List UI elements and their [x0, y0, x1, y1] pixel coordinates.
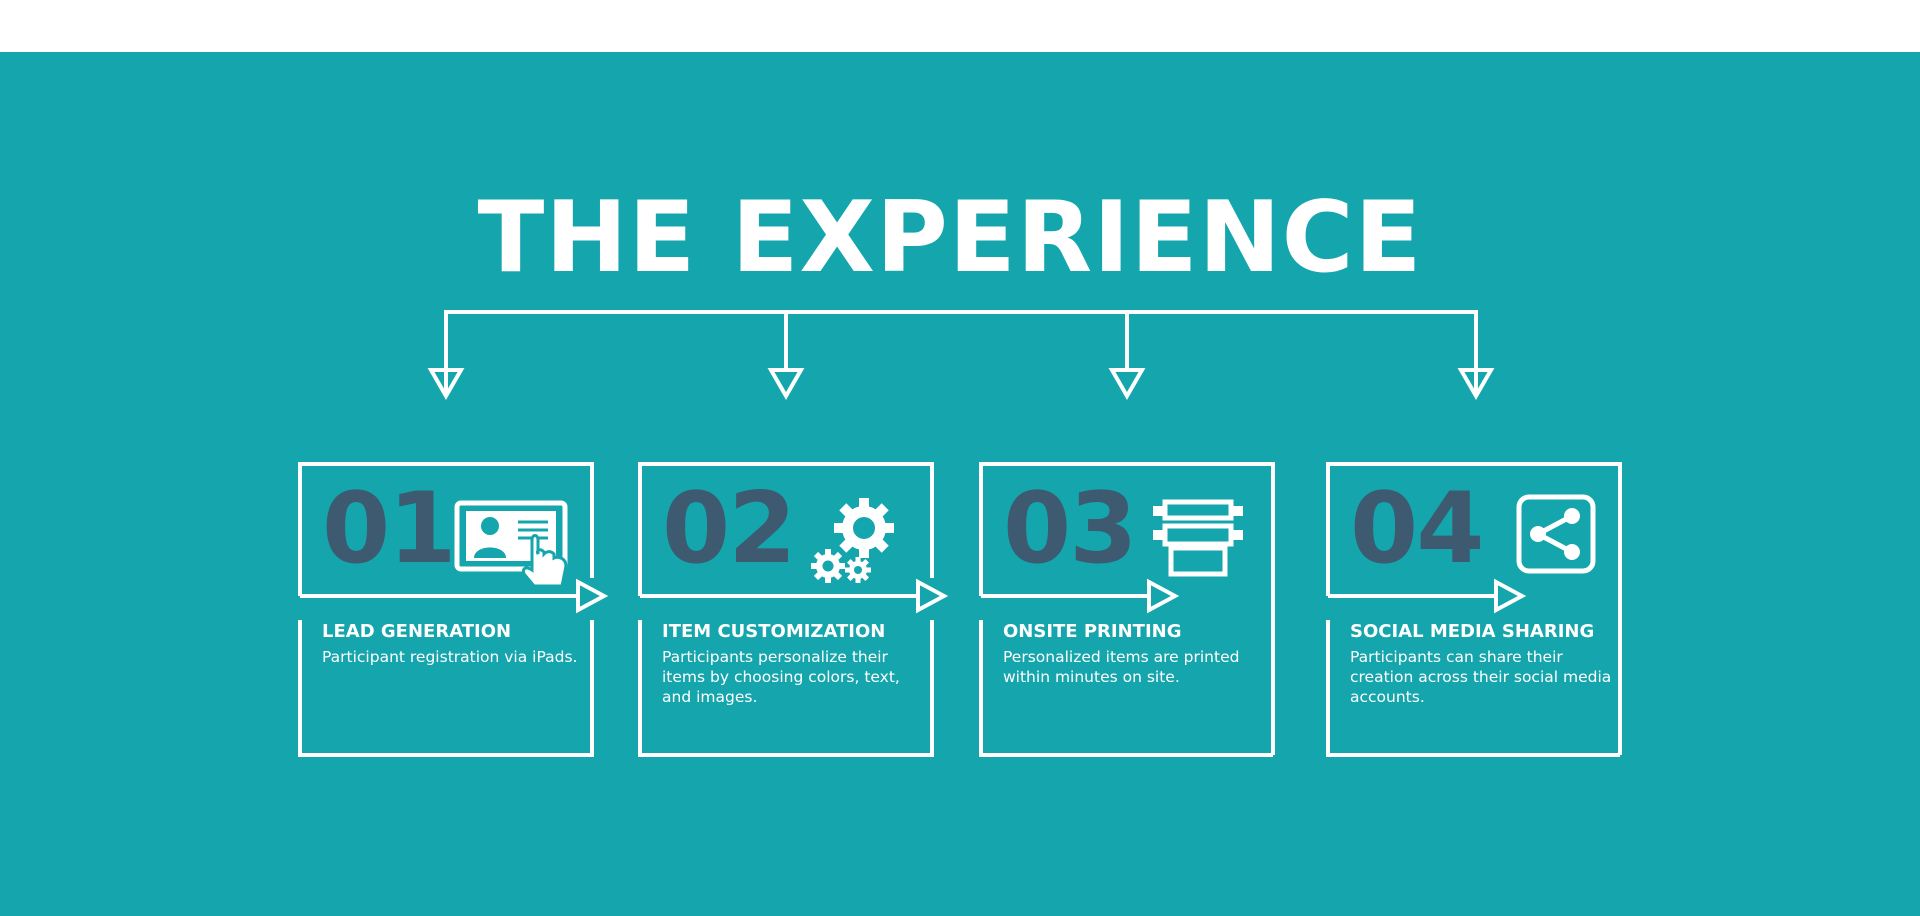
- step-card-4: 04 SOCIAL MEDIA SHARING Participants can…: [1326, 462, 1626, 762]
- step-description-4: Participants can share their creation ac…: [1350, 648, 1612, 706]
- step-number-4: 04: [1350, 472, 1484, 586]
- step-number-3: 03: [1003, 472, 1137, 586]
- printer-icon: [1153, 499, 1243, 577]
- diagram-title: THE EXPERIENCE: [477, 181, 1423, 295]
- step-card-1: 01 LEAD GENERATION Participant registrat…: [298, 462, 609, 762]
- share-icon: [1516, 494, 1596, 574]
- step-number-1: 01: [322, 472, 456, 586]
- step-title-3: ONSITE PRINTING: [1003, 621, 1182, 642]
- step-title-2: ITEM CUSTOMIZATION: [662, 621, 886, 642]
- step-title-4: SOCIAL MEDIA SHARING: [1350, 621, 1595, 642]
- step-frame-3: [979, 462, 1275, 757]
- step-description-2: Participants personalize their items by …: [662, 648, 900, 706]
- step-title-1: LEAD GENERATION: [322, 621, 512, 642]
- step-card-3: 03 ONSITE PRINTING Personalized items ar…: [979, 462, 1279, 762]
- step-number-2: 02: [662, 472, 796, 586]
- step-card-2: 02: [638, 462, 949, 762]
- step-frame-2: [638, 462, 949, 757]
- top-white-strip: [0, 0, 1920, 52]
- tablet-touch-icon: [454, 500, 568, 588]
- step-description-3: Personalized items are printed within mi…: [1003, 648, 1240, 686]
- step-frame-1: [298, 462, 609, 757]
- step-description-1: Participant registration via iPads.: [322, 648, 578, 666]
- gears-icon: [811, 498, 894, 583]
- teal-background-panel: [0, 52, 1920, 916]
- step-frame-4: [1326, 462, 1622, 757]
